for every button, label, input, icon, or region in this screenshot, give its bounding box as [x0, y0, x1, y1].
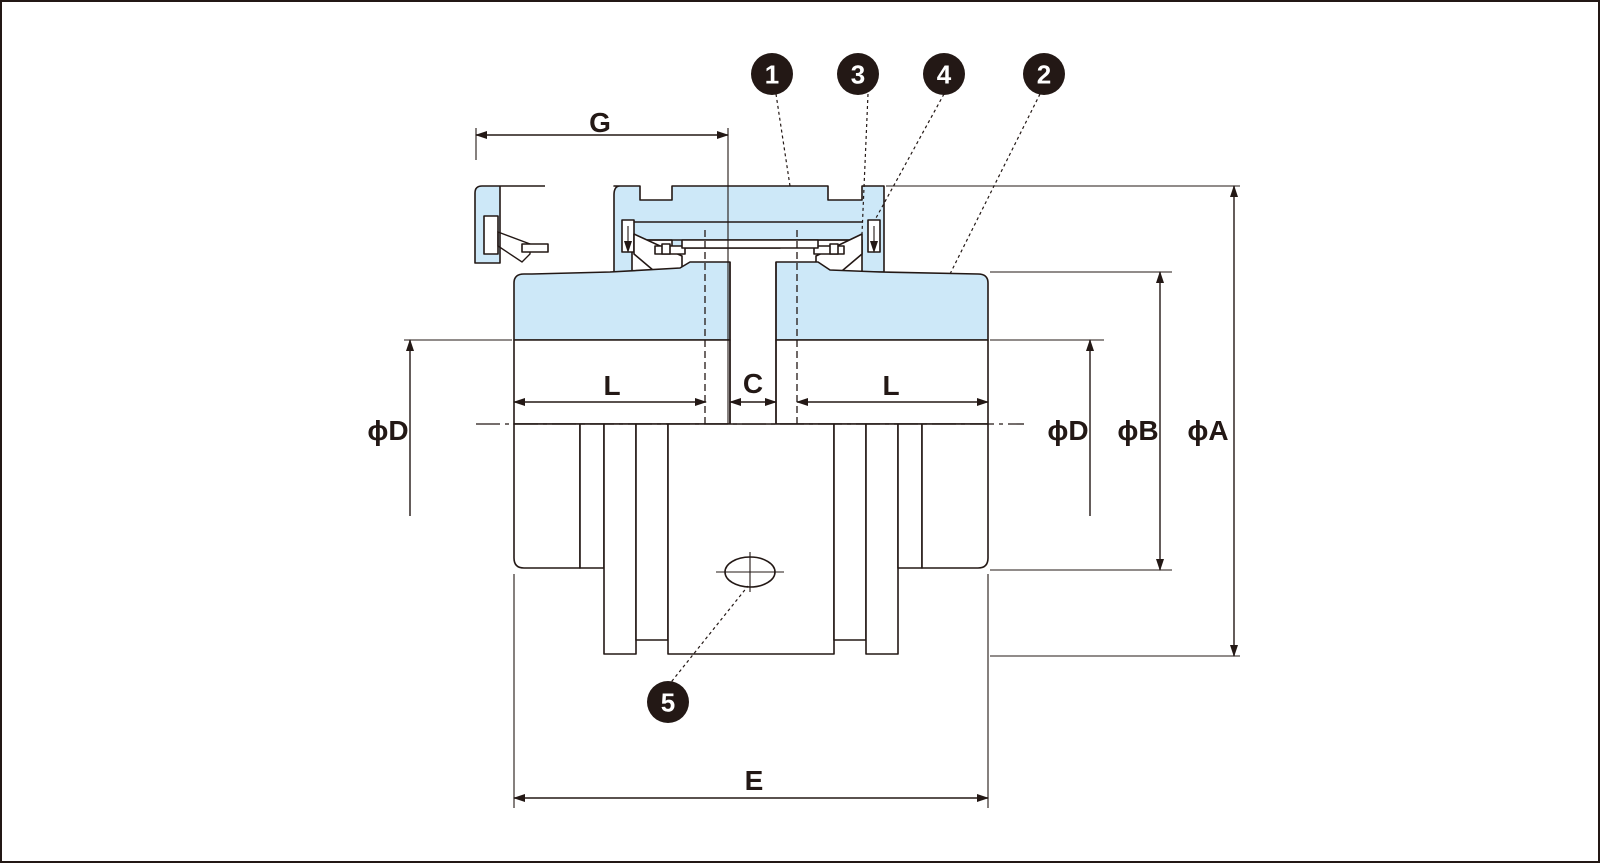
callout-1: 1 — [751, 53, 793, 95]
dim-label-C: C — [743, 368, 763, 399]
sleeve — [613, 185, 885, 273]
svg-text:5: 5 — [661, 688, 675, 718]
callout-5: 5 — [647, 681, 689, 723]
svg-text:1: 1 — [765, 60, 779, 90]
hub-right-upper — [775, 261, 989, 341]
svg-text:4: 4 — [937, 60, 952, 90]
callout-3: 3 — [837, 53, 879, 95]
dim-label-L-right: L — [882, 370, 899, 401]
lower-half — [513, 423, 989, 655]
callout-4: 4 — [923, 53, 965, 95]
sleeve-fragment — [474, 185, 549, 264]
dim-label-A: ϕA — [1187, 415, 1228, 446]
dim-label-B: ϕB — [1117, 415, 1158, 446]
dim-label-L-left: L — [603, 370, 620, 401]
svg-text:2: 2 — [1037, 60, 1051, 90]
seal-pin-right — [813, 245, 845, 255]
svg-text:3: 3 — [851, 60, 865, 90]
dim-label-E: E — [745, 765, 764, 796]
gasket — [681, 239, 819, 249]
dim-label-D-right: ϕD — [1047, 415, 1088, 446]
hub-left-lower — [513, 339, 731, 425]
dim-label-D-left: ϕD — [367, 415, 408, 446]
dim-label-G: G — [589, 107, 611, 138]
hub-left-upper — [513, 261, 731, 341]
callout-2: 2 — [1023, 53, 1065, 95]
